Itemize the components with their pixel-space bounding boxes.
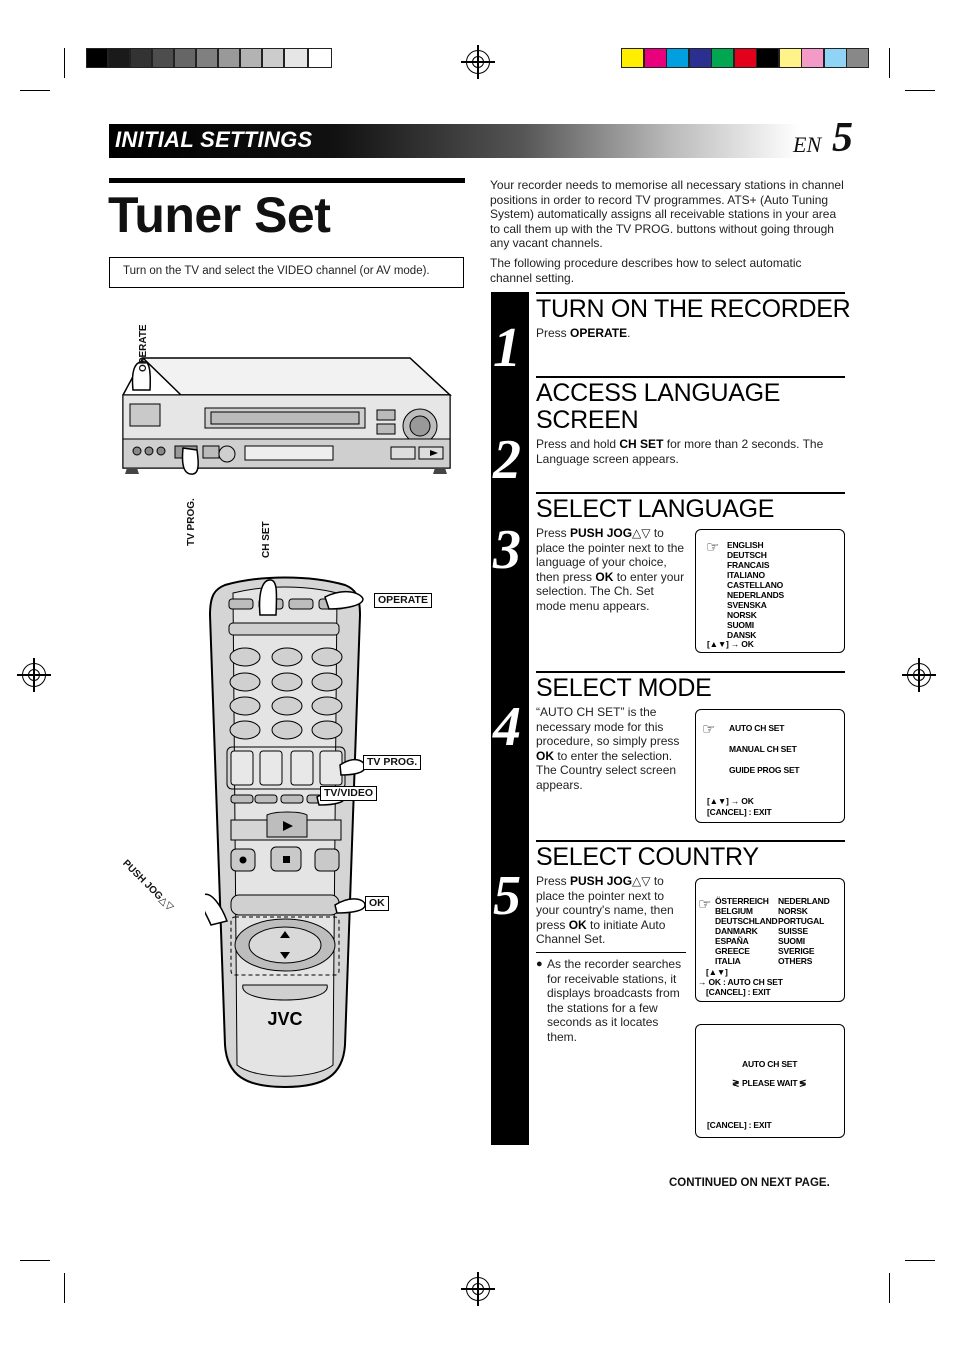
mode-screen: ☞ AUTO CH SET MANUAL CH SET GUIDE PROG S… bbox=[695, 709, 845, 823]
screen-footer: [CANCEL] : EXIT bbox=[707, 1120, 772, 1130]
step-text: Press and hold CH SET for more than 2 se… bbox=[536, 437, 824, 466]
registration-mark-icon bbox=[902, 658, 936, 692]
language-screen: ☞ ENGLISH DEUTSCH FRANCAIS ITALIANO CAST… bbox=[695, 529, 845, 653]
intro-paragraph: The following procedure describes how to… bbox=[490, 256, 802, 285]
country-column: NEDERLAND NORSK PORTUGAL SUISSE SUOMI SV… bbox=[778, 896, 830, 966]
tv-prog-label: TV PROG. bbox=[186, 498, 197, 546]
registration-mark-icon bbox=[461, 1272, 495, 1306]
language-list: ENGLISH DEUTSCH FRANCAIS ITALIANO CASTEL… bbox=[727, 540, 785, 640]
mode-item: GUIDE PROG SET bbox=[729, 765, 800, 775]
step-heading: TURN ON THE RECORDER bbox=[536, 295, 851, 323]
screen-footer: [CANCEL] : EXIT bbox=[707, 807, 772, 817]
color-swatch bbox=[643, 48, 667, 68]
screen-footer: [CANCEL] : EXIT bbox=[706, 987, 771, 997]
divider bbox=[536, 952, 686, 953]
registration-mark-icon bbox=[17, 658, 51, 692]
remote-illustration: JVC bbox=[205, 576, 365, 1089]
wait-sparkle-icon: ≷ bbox=[732, 1078, 740, 1088]
screen-footer: [▲▼] → OK bbox=[707, 796, 754, 806]
operate-label: OPERATE bbox=[138, 324, 149, 372]
color-swatch bbox=[846, 48, 869, 68]
section-banner: INITIAL SETTINGS bbox=[109, 124, 859, 158]
color-swatch bbox=[778, 48, 802, 68]
color-swatch bbox=[801, 48, 824, 68]
step-heading: SELECT MODE bbox=[536, 674, 712, 702]
page-number: 5 bbox=[832, 115, 853, 161]
page-title: Tuner Set bbox=[108, 187, 331, 243]
step-text: Press PUSH JOG△▽ to place the pointer ne… bbox=[536, 874, 674, 946]
screen-footer: [▲▼] bbox=[706, 967, 728, 977]
ch-set-label: CH SET bbox=[261, 521, 272, 558]
step-text: “AUTO CH SET” is the necessary mode for … bbox=[536, 705, 680, 792]
progress-status: PLEASE WAIT bbox=[742, 1078, 798, 1088]
step-rule bbox=[536, 492, 845, 494]
step-heading: ACCESS LANGUAGE SCREEN bbox=[536, 379, 781, 434]
step-text: Press PUSH JOG△▽ to place the pointer ne… bbox=[536, 526, 685, 613]
pointer-hand-icon: ☞ bbox=[706, 539, 720, 556]
continued-note: CONTINUED ON NEXT PAGE. bbox=[669, 1177, 830, 1189]
color-swatch bbox=[688, 48, 712, 68]
screen-footer: → OK : AUTO CH SET bbox=[698, 977, 783, 987]
step-sidebar bbox=[491, 292, 529, 1145]
tv-video-callout: TV/VIDEO bbox=[320, 786, 378, 801]
step-number: 2 bbox=[493, 429, 521, 491]
step-rule bbox=[536, 376, 845, 378]
bullet-text: As the recorder searches for receivable … bbox=[547, 957, 682, 1044]
mode-item: MANUAL CH SET bbox=[729, 744, 797, 754]
brand-logo: JVC bbox=[267, 1009, 302, 1029]
tv-prog-callout: TV PROG. bbox=[363, 755, 422, 770]
pointer-hand-icon: ☞ bbox=[698, 896, 712, 913]
ok-callout: OK bbox=[365, 896, 389, 911]
progress-title: AUTO CH SET bbox=[742, 1059, 798, 1069]
mode-item: AUTO CH SET bbox=[729, 723, 785, 733]
notice-box: Turn on the TV and select the VIDEO chan… bbox=[109, 257, 464, 288]
vcr-illustration bbox=[122, 357, 452, 475]
progress-screen: AUTO CH SET ≷ PLEASE WAIT ≶ [CANCEL] : E… bbox=[695, 1024, 845, 1138]
color-swatch bbox=[756, 48, 779, 68]
country-column: ÖSTERREICH BELGIUM DEUTSCHLAND DANMARK E… bbox=[715, 896, 778, 966]
section-label: INITIAL SETTINGS bbox=[115, 127, 313, 152]
color-swatch bbox=[823, 48, 847, 68]
color-swatch bbox=[621, 48, 644, 68]
pointer-hand-icon: ☞ bbox=[702, 721, 716, 738]
country-screen: ☞ ÖSTERREICH BELGIUM DEUTSCHLAND DANMARK… bbox=[695, 878, 845, 1002]
step-heading: SELECT COUNTRY bbox=[536, 843, 759, 871]
bullet-icon: ● bbox=[536, 958, 543, 970]
step-text: Press OPERATE. bbox=[536, 326, 631, 340]
step-rule bbox=[536, 840, 845, 842]
step-heading: SELECT LANGUAGE bbox=[536, 495, 775, 523]
title-rule bbox=[109, 178, 465, 183]
operate-callout: OPERATE bbox=[374, 593, 432, 608]
push-jog-label: PUSH JOG△▽ bbox=[120, 858, 176, 914]
color-swatch bbox=[733, 48, 757, 68]
step-number: 3 bbox=[493, 519, 521, 581]
step-rule bbox=[536, 292, 845, 294]
language-code: EN bbox=[793, 132, 822, 157]
screen-footer: [▲▼] → OK bbox=[707, 639, 754, 649]
color-swatch bbox=[711, 48, 734, 68]
wait-sparkle-icon: ≶ bbox=[799, 1078, 807, 1088]
registration-mark-icon bbox=[461, 45, 495, 79]
step-rule bbox=[536, 671, 845, 673]
step-number: 4 bbox=[493, 696, 521, 758]
color-swatch bbox=[666, 48, 689, 68]
step-number: 5 bbox=[493, 865, 521, 927]
step-number: 1 bbox=[493, 317, 521, 379]
intro-paragraph: Your recorder needs to memorise all nece… bbox=[490, 178, 844, 250]
